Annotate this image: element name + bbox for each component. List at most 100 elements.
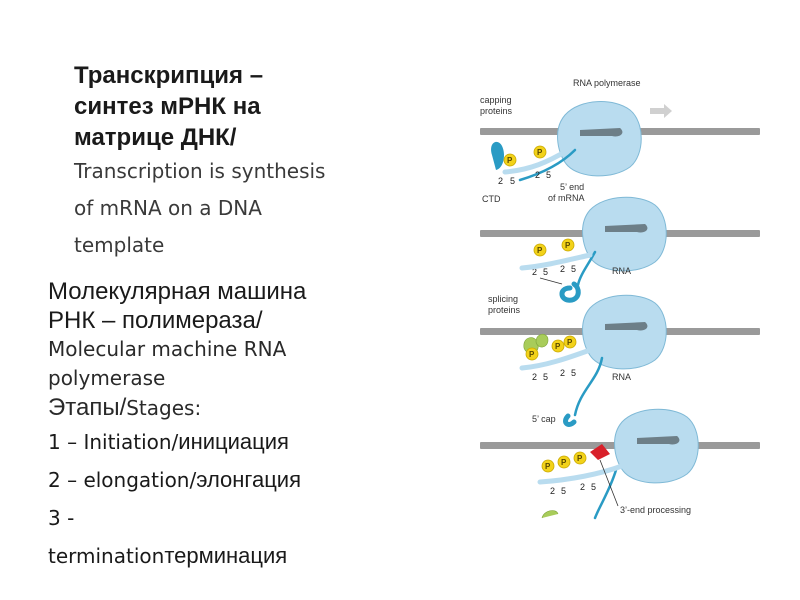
label-rna-2: RNA <box>612 266 631 276</box>
phospho-2b <box>561 238 575 252</box>
label-capping-1: capping <box>480 95 512 105</box>
num-3c: 2 <box>560 368 565 378</box>
num-4d: 5 <box>591 482 596 492</box>
phospho-4b-label: P <box>561 458 567 467</box>
num-3a: 2 <box>532 372 537 382</box>
label-rna-3: RNA <box>612 372 631 382</box>
phospho-4a <box>541 459 555 473</box>
num-2a: 2 <box>532 267 537 277</box>
ctd-tail-2 <box>519 252 593 271</box>
stage-2: 2 – elongation/элонгация <box>48 461 438 499</box>
num-1b: 5 <box>510 176 515 186</box>
phospho-3c <box>563 335 577 349</box>
machine-en-line-1: Molecular machine RNA <box>48 337 287 361</box>
splicing-protein-4 <box>541 510 559 519</box>
label-five-end-2: of mRNA <box>548 193 585 203</box>
rna-polymerase-4 <box>614 408 699 484</box>
stages-heading-en: Stages: <box>126 396 202 420</box>
title-ru-line-2: синтез мРНК на <box>74 93 261 120</box>
title-ru-line-1: Транскрипция – <box>74 62 264 89</box>
polymerase-channel-2 <box>605 224 648 233</box>
machine-ru-line-2: РНК – полимераза/ <box>48 307 263 334</box>
ctd-tail-3 <box>519 347 593 371</box>
phospho-2a-label: P <box>537 246 543 255</box>
three-end-processing-factor <box>590 444 610 460</box>
label-capping-2: proteins <box>480 106 513 116</box>
rna-polymerase-1 <box>557 101 642 177</box>
pointer-line-4 <box>599 459 619 507</box>
stage-3-en: 3 - <box>48 506 75 530</box>
title-en-line-3: template <box>74 233 165 257</box>
ctd-tail-1 <box>502 147 571 175</box>
phospho-1b-label: P <box>537 148 543 157</box>
polymerase-channel-3 <box>605 322 648 331</box>
splicing-protein-3b <box>535 333 549 348</box>
panel-2: P P 2 5 2 5 RNA <box>480 196 760 303</box>
label-ctd: CTD <box>482 194 501 204</box>
stage-3: 3 - <box>48 499 438 537</box>
stage-1-en: 1 – Initiation/ <box>48 430 179 454</box>
rna-cap-2 <box>559 281 581 303</box>
stage-1-ru: инициация <box>178 429 289 454</box>
num-4c: 2 <box>580 482 585 492</box>
phospho-4c <box>573 451 587 465</box>
label-splicing-2: proteins <box>488 305 521 315</box>
machine-en-line-2: polymerase <box>48 366 166 390</box>
phospho-4b <box>557 455 571 469</box>
panel-4: P P P 2 5 2 5 3’-end processing <box>480 408 760 520</box>
stage-2-ru: элонгация <box>196 467 302 492</box>
label-three-end: 3’-end processing <box>620 505 691 515</box>
num-1d: 5 <box>546 170 551 180</box>
phospho-1a <box>503 153 517 167</box>
stage-2-en: 2 – elongation/ <box>48 468 197 492</box>
transcription-diagram: P P 2 5 2 5 RNA polymerase capping prote… <box>480 78 760 520</box>
label-five-cap: 5’ cap <box>532 414 556 424</box>
rna-cap-3 <box>563 413 577 427</box>
rna-transcript-4 <box>593 468 618 520</box>
label-five-end-1: 5’ end <box>560 182 584 192</box>
phospho-1a-label: P <box>507 156 513 165</box>
num-1c: 2 <box>535 170 540 180</box>
panel-3: P P P 2 5 2 5 splicing proteins RNA 5’ c… <box>480 294 760 427</box>
label-rna-polymerase: RNA polymerase <box>573 78 641 88</box>
phospho-3a-label: P <box>529 350 535 359</box>
capping-protein-1 <box>491 141 504 170</box>
stage-3-cont: terminationтерминация <box>48 537 438 575</box>
phospho-3c-label: P <box>567 338 573 347</box>
title-en-line-1: Transcription is synthesis <box>74 159 326 183</box>
machine-ru-line-1: Молекулярная машина <box>48 278 307 305</box>
stage-1: 1 – Initiation/инициация <box>48 423 438 461</box>
num-1a: 2 <box>498 176 503 186</box>
num-3b: 5 <box>543 372 548 382</box>
phospho-3a <box>525 347 539 361</box>
num-2c: 2 <box>560 264 565 274</box>
title-block: Транскрипция – синтез мРНК на матрице ДН… <box>74 60 404 264</box>
phospho-3b-label: P <box>555 342 561 351</box>
rna-transcript-1 <box>518 148 577 182</box>
phospho-4c-label: P <box>577 454 583 463</box>
phospho-3b <box>551 339 565 353</box>
body-block: Молекулярная машина РНК – полимераза/ Mo… <box>48 277 438 575</box>
title-ru-line-3: матрице ДНК/ <box>74 124 237 151</box>
num-2d: 5 <box>571 264 576 274</box>
phospho-2b-label: P <box>565 241 571 250</box>
stage-3-cont-ru: терминация <box>164 543 288 568</box>
title-en-line-2: of mRNA on a DNA <box>74 196 262 220</box>
num-4a: 2 <box>550 486 555 496</box>
stages-heading-ru: Этапы/ <box>48 394 127 421</box>
polymerase-channel-1 <box>580 128 623 137</box>
phospho-1b <box>533 145 547 159</box>
phospho-4a-label: P <box>545 462 551 471</box>
ctd-tail-4 <box>537 463 625 485</box>
phospho-2a <box>533 243 547 257</box>
stages-heading: Этапы/Stages: <box>48 393 438 423</box>
panel-1: P P 2 5 2 5 RNA polymerase capping prote… <box>480 78 760 204</box>
transcription-figure: P P 2 5 2 5 RNA polymerase capping prote… <box>440 70 770 520</box>
rna-polymerase-3 <box>582 294 667 370</box>
num-3d: 5 <box>571 368 576 378</box>
label-splicing-1: splicing <box>488 294 518 304</box>
num-2b: 5 <box>543 267 548 277</box>
polymerase-channel-4 <box>637 436 680 445</box>
stage-3-cont-en: termination <box>48 544 165 568</box>
